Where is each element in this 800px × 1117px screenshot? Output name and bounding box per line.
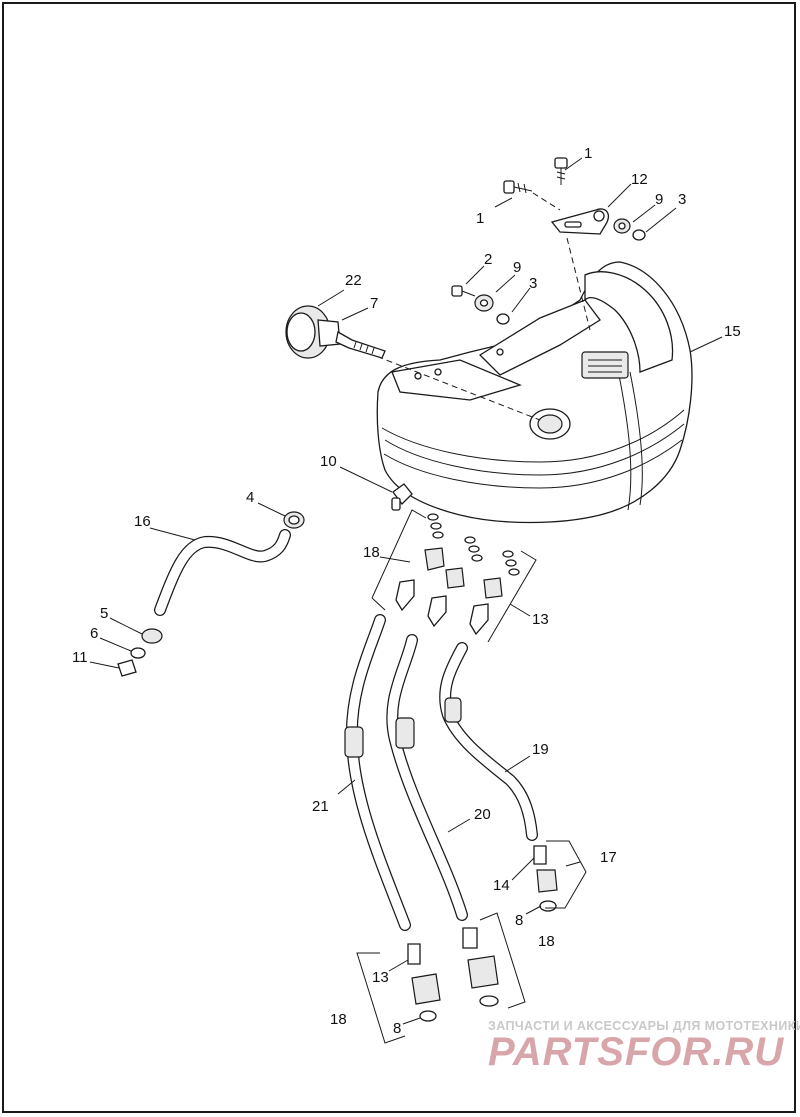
fitting-group-center: [427, 536, 483, 628]
oil-hose-part-19: [439, 642, 538, 841]
oil-tank-part-15: [376, 261, 693, 524]
callout-8-upper: 8: [515, 912, 523, 929]
callout-9-upper: 9: [655, 191, 663, 208]
oil-hose-part-21: [344, 614, 411, 931]
warning-label-plate: [581, 351, 629, 379]
oil-hose-part-20: [386, 634, 468, 921]
watermark-brand-logo: PARTSFOR.RU: [488, 1030, 785, 1074]
callout-11: 11: [72, 649, 88, 666]
plug-part-11: [117, 659, 137, 677]
fitting-assembly-part-17: [536, 869, 558, 912]
callout-3-upper: 3: [678, 191, 686, 208]
vent-hose-part-16: [154, 529, 291, 616]
callout-10: 10: [320, 453, 337, 470]
hose-clamp-part-4: [283, 511, 305, 529]
callout-6: 6: [90, 625, 98, 642]
dipstick-part-7: [335, 330, 386, 359]
callout-17: 17: [600, 849, 617, 866]
fitting-part-14: [533, 845, 547, 865]
callout-22: 22: [345, 272, 362, 289]
fitting-group-part-13-upper: [469, 550, 520, 636]
callout-labels: 1 1 12 9 3 2 9 3 22 7 15 10 4 16 18 5 6 …: [72, 145, 741, 1037]
group-bracket-17: [545, 840, 587, 909]
watermark-tagline: ЗАПЧАСТИ И АКСЕССУАРЫ ДЛЯ МОТОТЕХНИКИ: [488, 1019, 800, 1033]
callout-18-upper: 18: [363, 544, 380, 561]
bolt-part-1-side: [503, 180, 533, 194]
fitting-assembly-part-18-lower-left: [411, 973, 441, 1022]
clamp-part-5: [141, 628, 163, 644]
o-ring-part-6: [130, 647, 146, 659]
callout-21: 21: [312, 798, 329, 815]
dipstick-cap-part-22: [285, 305, 341, 359]
group-bracket-18-upper: [371, 509, 427, 611]
callout-19: 19: [532, 741, 549, 758]
callout-12: 12: [631, 171, 648, 188]
group-bracket-18-lower-left: [356, 952, 406, 1044]
group-bracket-13-upper: [487, 550, 537, 643]
callout-5: 5: [100, 605, 108, 622]
callout-7: 7: [370, 295, 378, 312]
callout-9-lower: 9: [513, 259, 521, 276]
callout-2: 2: [484, 251, 492, 268]
callout-1-top: 1: [584, 145, 592, 162]
callout-14: 14: [493, 877, 510, 894]
mounting-bracket-part-12: [550, 208, 610, 235]
callout-4: 4: [246, 489, 254, 506]
spacer-part-3-upper: [632, 229, 646, 241]
callout-3-lower: 3: [529, 275, 537, 292]
callout-16: 16: [134, 513, 151, 530]
fitting-group-part-18-upper: [395, 513, 445, 612]
bolt-part-2: [451, 285, 476, 297]
callout-1-side: 1: [476, 210, 484, 227]
leader-lines: [89, 157, 723, 1025]
callout-13-upper: 13: [532, 611, 549, 628]
callout-15: 15: [724, 323, 741, 340]
fitting-part-13-lower: [407, 943, 421, 965]
spacer-part-3-lower: [496, 313, 510, 325]
grommet-part-9-lower: [474, 294, 494, 312]
fitting-assembly-part-18-lower-right: [462, 927, 499, 1007]
callout-18-lower-left: 18: [330, 1011, 347, 1028]
fitting-part-10: [391, 483, 413, 511]
callout-20: 20: [474, 806, 491, 823]
callout-8-lower: 8: [393, 1020, 401, 1037]
group-bracket-18-lower-right: [479, 912, 526, 1009]
callout-18-lower-right: 18: [538, 933, 555, 950]
callout-13-lower: 13: [372, 969, 389, 986]
grommet-part-9-upper: [613, 218, 631, 234]
bolt-part-1-upper: [554, 157, 568, 185]
